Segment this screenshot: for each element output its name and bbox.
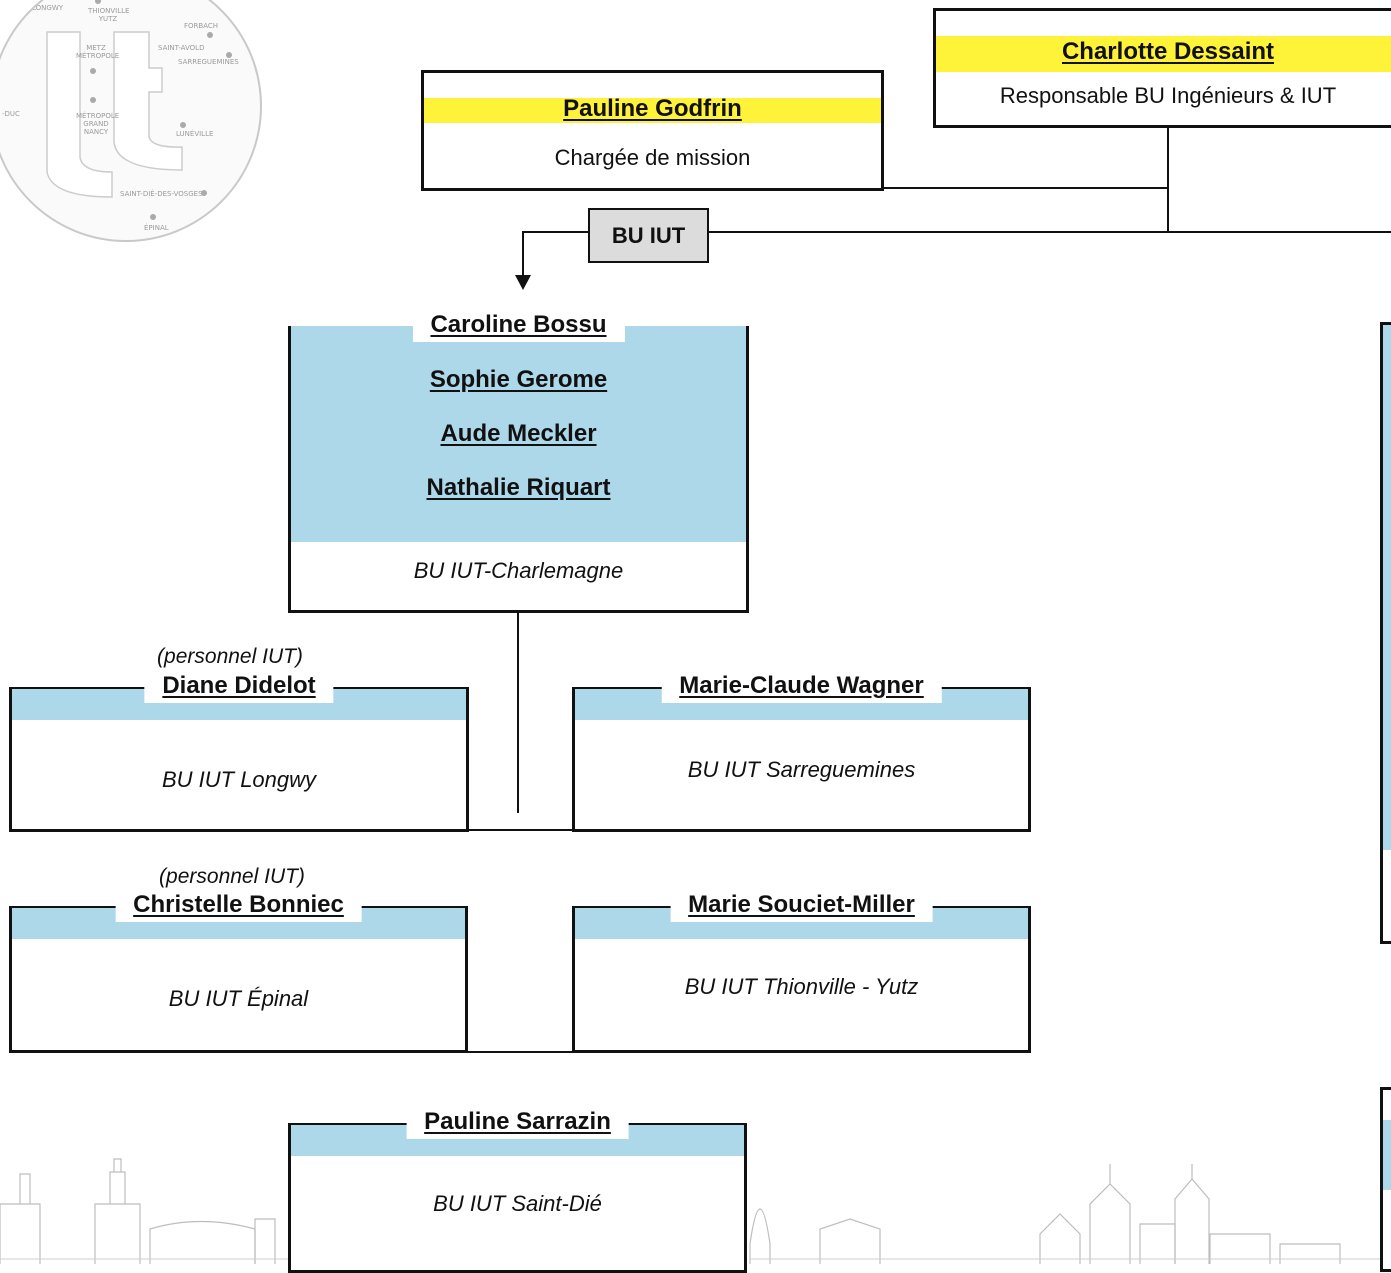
mission-role: Chargée de mission xyxy=(554,145,751,170)
map-dot xyxy=(95,0,101,4)
map-dot xyxy=(226,52,232,58)
highlight-band xyxy=(424,98,881,123)
map-city-label: LUNÉVILLE xyxy=(176,130,214,138)
map-city-label: LONGWY xyxy=(32,4,64,12)
connector-line xyxy=(1167,128,1169,232)
map-city-label: METZ MÉTROPOLE xyxy=(76,44,120,60)
connector-line xyxy=(466,1051,574,1053)
map-dot xyxy=(90,97,96,103)
epinal-box: Christelle Bonniec BU IUT Épinal xyxy=(9,888,468,1053)
saintdie-box: Pauline Sarrazin BU IUT Saint-Dié xyxy=(288,1105,747,1273)
city-skyline-illustration xyxy=(0,1158,1380,1264)
map-city-label: SAINT-DIÉ-DES-VOSGES xyxy=(120,190,203,198)
site-person-name[interactable]: Diane Didelot xyxy=(144,669,334,703)
map-dot xyxy=(90,68,96,74)
sarreguemines-box: Marie-Claude Wagner BU IUT Sarreguemines xyxy=(572,669,1031,832)
mission-box: Pauline Godfrin Chargée de mission xyxy=(421,70,884,191)
map-city-label: -DUC xyxy=(2,110,20,118)
connector-line xyxy=(522,231,524,281)
connector-line xyxy=(709,231,1391,233)
map-outline-icon xyxy=(46,31,183,198)
head-box: Charlotte Dessaint Responsable BU Ingéni… xyxy=(933,8,1391,128)
site-location: BU IUT Épinal xyxy=(168,986,309,1011)
site-location: BU IUT Sarreguemines xyxy=(687,757,916,782)
team-band xyxy=(1383,1120,1391,1190)
site-person-name[interactable]: Marie Souciet-Miller xyxy=(670,888,933,922)
staff-note: (personnel IUT) xyxy=(157,645,303,668)
team-member-name[interactable]: Nathalie Riquart xyxy=(426,474,611,501)
map-city-label: MÉTROPOLE GRAND NANCY xyxy=(76,112,120,136)
map-city-label: SARREGUEMINES xyxy=(178,58,239,66)
highlight-band xyxy=(936,36,1391,72)
map-city-label: FORBACH xyxy=(184,22,219,30)
site-location: BU IUT Saint-Dié xyxy=(433,1191,602,1216)
arrow-down-icon xyxy=(515,275,531,290)
site-person-name[interactable]: Marie-Claude Wagner xyxy=(661,669,942,703)
connector-line xyxy=(468,829,574,831)
head-name[interactable]: Charlotte Dessaint xyxy=(1061,38,1275,65)
site-location: BU IUT Thionville - Yutz xyxy=(684,974,919,999)
site-person-name[interactable]: Christelle Bonniec xyxy=(115,888,362,922)
map-city-label: SAINT-AVOLD xyxy=(158,44,205,52)
map-city-label: ÉPINAL xyxy=(144,224,169,232)
team-band xyxy=(1383,325,1391,850)
offscreen-box xyxy=(1380,322,1391,944)
connector-line xyxy=(522,231,588,233)
region-map-logo: LONGWY THIONVILLE YUTZ FORBACH METZ MÉTR… xyxy=(0,0,262,242)
team-member-name[interactable]: Caroline Bossu xyxy=(412,308,625,342)
thionville-box: Marie Souciet-Miller BU IUT Thionville -… xyxy=(572,888,1031,1053)
team-member-name[interactable]: Aude Meckler xyxy=(440,420,597,447)
map-dot xyxy=(150,214,156,220)
map-city-label: THIONVILLE YUTZ xyxy=(88,7,130,23)
map-dot xyxy=(180,122,186,128)
branch-label[interactable]: BU IUT xyxy=(588,208,709,263)
site-location: BU IUT-Charlemagne xyxy=(413,558,624,583)
staff-note: (personnel IUT) xyxy=(159,865,305,888)
connector-line xyxy=(884,187,1169,189)
site-location: BU IUT Longwy xyxy=(161,767,317,792)
map-dot xyxy=(201,190,207,196)
map-dot xyxy=(207,32,213,38)
charlemagne-box: Caroline Bossu Sophie Gerome Aude Meckle… xyxy=(288,308,749,613)
team-band xyxy=(291,326,746,542)
team-member-name[interactable]: Sophie Gerome xyxy=(429,366,608,393)
longwy-box: Diane Didelot BU IUT Longwy xyxy=(9,669,469,832)
mission-name[interactable]: Pauline Godfrin xyxy=(563,95,742,122)
connector-line xyxy=(517,613,519,813)
site-person-name[interactable]: Pauline Sarrazin xyxy=(406,1105,629,1139)
head-role: Responsable BU Ingénieurs & IUT xyxy=(999,83,1337,108)
